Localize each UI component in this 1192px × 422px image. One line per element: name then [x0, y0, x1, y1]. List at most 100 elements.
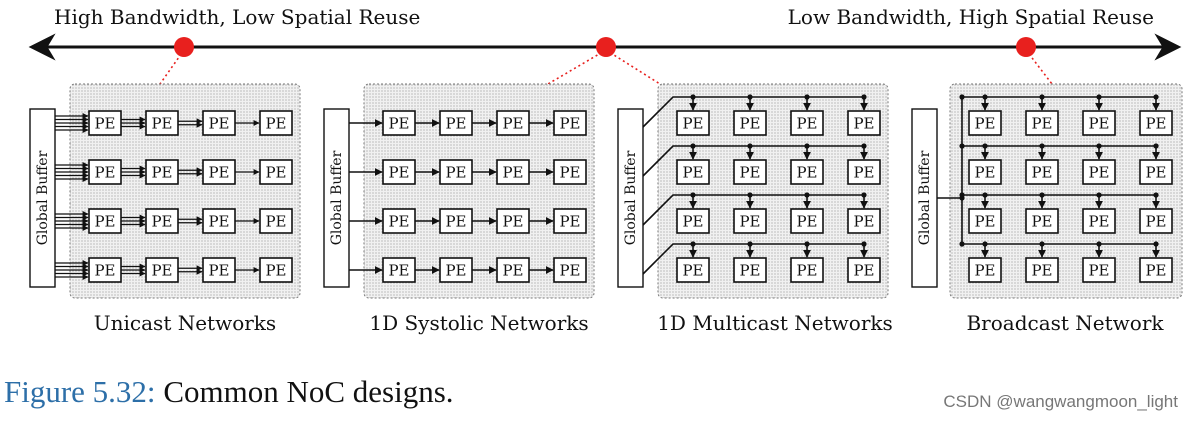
- pe-multicast-r2-c2: PE: [790, 208, 824, 234]
- network-label-systolic: 1D Systolic Networks: [369, 311, 588, 335]
- svg-text:PE: PE: [974, 213, 995, 231]
- pe-multicast-r3-c3: PE: [847, 257, 881, 283]
- svg-text:PE: PE: [853, 115, 874, 133]
- figure-caption: Figure 5.32: Common NoC designs.: [4, 374, 454, 410]
- svg-text:PE: PE: [1031, 262, 1052, 280]
- pe-systolic-r0-c2: PE: [496, 110, 530, 136]
- pe-broadcast-r2-c0: PE: [968, 208, 1002, 234]
- svg-text:PE: PE: [796, 262, 817, 280]
- svg-text:PE: PE: [265, 164, 286, 182]
- pe-multicast-r1-c2: PE: [790, 159, 824, 185]
- svg-text:PE: PE: [445, 262, 466, 280]
- svg-text:PE: PE: [388, 115, 409, 133]
- svg-text:PE: PE: [1145, 213, 1166, 231]
- svg-text:PE: PE: [1088, 213, 1109, 231]
- svg-text:PE: PE: [1145, 115, 1166, 133]
- pe-broadcast-r0-c2: PE: [1082, 110, 1116, 136]
- pe-unicast-r3-c2: PE: [202, 257, 236, 283]
- pe-unicast-r2-c0: PE: [88, 208, 122, 234]
- svg-text:PE: PE: [265, 213, 286, 231]
- pe-broadcast-r2-c1: PE: [1025, 208, 1059, 234]
- svg-text:PE: PE: [151, 213, 172, 231]
- pe-systolic-r2-c3: PE: [553, 208, 587, 234]
- svg-text:PE: PE: [853, 213, 874, 231]
- svg-text:PE: PE: [682, 115, 703, 133]
- svg-text:Global Buffer: Global Buffer: [35, 150, 51, 245]
- svg-text:PE: PE: [265, 115, 286, 133]
- pe-systolic-r2-c2: PE: [496, 208, 530, 234]
- panel-unicast: [69, 83, 301, 299]
- svg-text:PE: PE: [502, 262, 523, 280]
- pe-systolic-r2-c0: PE: [382, 208, 416, 234]
- svg-text:PE: PE: [796, 164, 817, 182]
- pe-systolic-r0-c0: PE: [382, 110, 416, 136]
- pe-systolic-r3-c3: PE: [553, 257, 587, 283]
- pe-multicast-r3-c1: PE: [733, 257, 767, 283]
- svg-text:PE: PE: [94, 262, 115, 280]
- pe-broadcast-r2-c2: PE: [1082, 208, 1116, 234]
- pe-unicast-r2-c2: PE: [202, 208, 236, 234]
- pe-grids: PE PE PE PE PE PE PE PE PE PE PE PE PE PE PE PE PE PE PE PE…: [88, 110, 1173, 283]
- svg-text:PE: PE: [1031, 164, 1052, 182]
- pe-broadcast-r0-c3: PE: [1139, 110, 1173, 136]
- pe-unicast-r2-c3: PE: [259, 208, 293, 234]
- svg-text:PE: PE: [1031, 213, 1052, 231]
- svg-text:PE: PE: [853, 164, 874, 182]
- pe-unicast-r0-c2: PE: [202, 110, 236, 136]
- svg-text:PE: PE: [1145, 262, 1166, 280]
- svg-text:PE: PE: [739, 213, 760, 231]
- svg-text:PE: PE: [1145, 164, 1166, 182]
- svg-text:PE: PE: [208, 262, 229, 280]
- pe-broadcast-r3-c0: PE: [968, 257, 1002, 283]
- pe-broadcast-r1-c0: PE: [968, 159, 1002, 185]
- pe-multicast-r2-c0: PE: [676, 208, 710, 234]
- svg-text:PE: PE: [974, 164, 995, 182]
- svg-text:PE: PE: [974, 262, 995, 280]
- svg-text:PE: PE: [682, 262, 703, 280]
- pe-multicast-r0-c1: PE: [733, 110, 767, 136]
- pe-systolic-r1-c3: PE: [553, 159, 587, 185]
- network-label-multicast: 1D Multicast Networks: [657, 311, 893, 335]
- pe-unicast-r1-c3: PE: [259, 159, 293, 185]
- network-label-broadcast: Broadcast Network: [966, 311, 1164, 335]
- svg-text:PE: PE: [151, 262, 172, 280]
- pe-unicast-r3-c1: PE: [145, 257, 179, 283]
- pe-unicast-r3-c3: PE: [259, 257, 293, 283]
- axis-left-label: High Bandwidth, Low Spatial Reuse: [54, 5, 420, 29]
- svg-text:Global Buffer: Global Buffer: [623, 150, 639, 245]
- watermark: CSDN @wangwangmoon_light: [943, 392, 1178, 411]
- pe-broadcast-r1-c3: PE: [1139, 159, 1173, 185]
- figure-number: Figure 5.32:: [4, 374, 156, 409]
- pe-systolic-r0-c1: PE: [439, 110, 473, 136]
- pe-unicast-r0-c1: PE: [145, 110, 179, 136]
- pe-multicast-r0-c0: PE: [676, 110, 710, 136]
- svg-text:PE: PE: [853, 262, 874, 280]
- pe-systolic-r1-c2: PE: [496, 159, 530, 185]
- svg-text:PE: PE: [1088, 164, 1109, 182]
- svg-text:PE: PE: [388, 262, 409, 280]
- svg-text:PE: PE: [739, 262, 760, 280]
- svg-text:PE: PE: [502, 115, 523, 133]
- svg-text:PE: PE: [208, 164, 229, 182]
- svg-text:PE: PE: [559, 115, 580, 133]
- pe-broadcast-r2-c3: PE: [1139, 208, 1173, 234]
- figure-caption-text: Common NoC designs.: [163, 374, 454, 409]
- svg-text:PE: PE: [445, 213, 466, 231]
- svg-text:PE: PE: [739, 164, 760, 182]
- global-buffer-multicast: Global Buffer: [617, 108, 644, 288]
- broadcast-wires: [937, 94, 1160, 258]
- svg-text:PE: PE: [559, 262, 580, 280]
- pe-systolic-r0-c3: PE: [553, 110, 587, 136]
- pe-broadcast-r3-c1: PE: [1025, 257, 1059, 283]
- global-buffer-unicast: Global Buffer: [29, 108, 56, 288]
- pe-multicast-r1-c3: PE: [847, 159, 881, 185]
- svg-text:PE: PE: [1088, 115, 1109, 133]
- svg-text:PE: PE: [739, 115, 760, 133]
- svg-text:Global Buffer: Global Buffer: [917, 150, 933, 245]
- pe-broadcast-r0-c0: PE: [968, 110, 1002, 136]
- svg-text:PE: PE: [502, 213, 523, 231]
- pe-unicast-r0-c3: PE: [259, 110, 293, 136]
- marker-dot-systolic-multicast: [596, 37, 616, 57]
- pe-unicast-r1-c1: PE: [145, 159, 179, 185]
- svg-text:PE: PE: [559, 164, 580, 182]
